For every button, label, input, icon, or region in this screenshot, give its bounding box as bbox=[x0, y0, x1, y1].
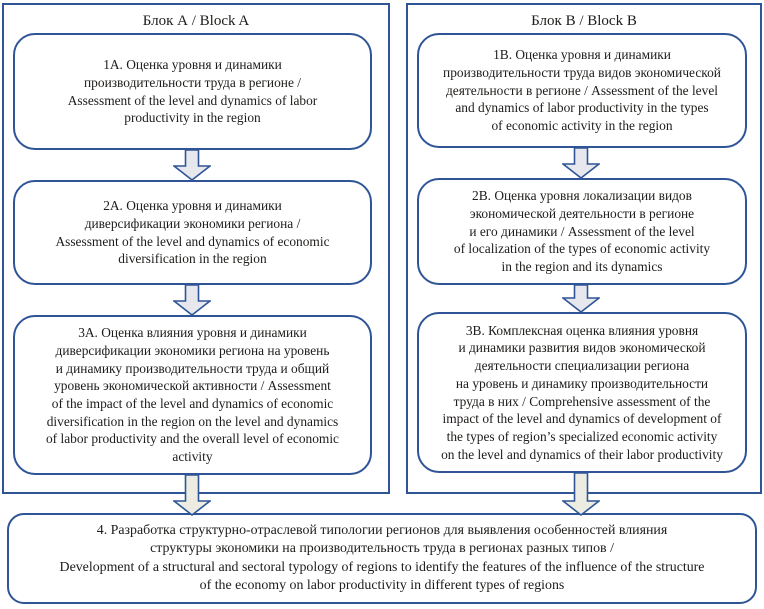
box-1a: 1А. Оценка уровня и динамики производите… bbox=[13, 33, 372, 150]
down-arrow-shape bbox=[562, 472, 600, 516]
box-2b: 2В. Оценка уровня локализации видов экон… bbox=[417, 178, 747, 285]
down-arrow-icon bbox=[562, 472, 600, 516]
down-arrow-icon bbox=[173, 474, 211, 516]
box-4-text: 4. Разработка структурно-отраслевой типо… bbox=[59, 523, 705, 593]
down-arrow-shape bbox=[173, 474, 211, 516]
down-arrow-shape bbox=[562, 284, 600, 313]
down-arrow-icon bbox=[562, 147, 600, 179]
box-2a: 2А. Оценка уровня и динамики диверсифика… bbox=[13, 180, 372, 285]
down-arrow-shape bbox=[173, 284, 211, 316]
box-3a-text: 3А. Оценка влияния уровня и динамики див… bbox=[45, 325, 339, 465]
box-2b-text: 2В. Оценка уровня локализации видов экон… bbox=[453, 188, 711, 275]
box-3a: 3А. Оценка влияния уровня и динамики див… bbox=[13, 315, 372, 475]
down-arrow-icon bbox=[562, 284, 600, 313]
block-b-header: Блок В / Block B bbox=[531, 13, 637, 29]
down-arrow-shape bbox=[562, 147, 600, 179]
box-4-final: 4. Разработка структурно-отраслевой типо… bbox=[7, 513, 757, 604]
box-1b-text: 1В. Оценка уровня и динамики производите… bbox=[443, 47, 721, 134]
box-1b: 1В. Оценка уровня и динамики производите… bbox=[417, 33, 747, 148]
block-a-header: Блок А / Block A bbox=[142, 13, 250, 29]
down-arrow-icon bbox=[173, 149, 211, 181]
down-arrow-icon bbox=[173, 284, 211, 316]
box-3b: 3В. Комплексная оценка влияния уровня и … bbox=[417, 312, 747, 473]
down-arrow-shape bbox=[173, 149, 211, 181]
box-1a-text: 1А. Оценка уровня и динамики производите… bbox=[67, 57, 318, 126]
box-3b-text: 3В. Комплексная оценка влияния уровня и … bbox=[441, 322, 723, 462]
box-2a-text: 2А. Оценка уровня и динамики диверсифика… bbox=[55, 198, 330, 267]
